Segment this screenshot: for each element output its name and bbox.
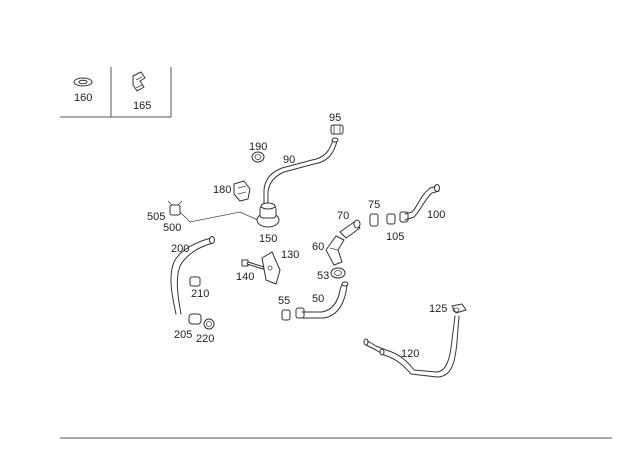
pipe-70-part bbox=[339, 219, 361, 239]
callout-500: 500 bbox=[163, 222, 181, 234]
callout-55: 55 bbox=[278, 295, 290, 307]
hose-120-part bbox=[363, 315, 460, 378]
callout-75: 75 bbox=[368, 199, 380, 211]
callout-140: 140 bbox=[236, 271, 254, 283]
washer-160-icon bbox=[73, 77, 93, 87]
callout-100: 100 bbox=[427, 209, 445, 221]
callout-165: 165 bbox=[133, 100, 151, 112]
valve-505-part bbox=[167, 200, 183, 216]
hose-100-part bbox=[404, 184, 440, 221]
callout-210: 210 bbox=[191, 288, 209, 300]
callout-90: 90 bbox=[283, 154, 295, 166]
callout-205: 205 bbox=[174, 329, 192, 341]
callout-50: 50 bbox=[312, 293, 324, 305]
callout-70: 70 bbox=[337, 210, 349, 222]
hose-200-part bbox=[170, 236, 215, 315]
cap-190-part bbox=[251, 151, 265, 163]
pump-150-part bbox=[256, 202, 280, 228]
callout-505: 505 bbox=[147, 211, 165, 223]
callout-200: 200 bbox=[171, 243, 189, 255]
clamp-55-part bbox=[281, 307, 305, 321]
callout-160: 160 bbox=[74, 92, 92, 104]
legend-box: 160 165 bbox=[60, 67, 172, 118]
callout-60: 60 bbox=[312, 241, 324, 253]
seal-53-part bbox=[330, 267, 346, 279]
callout-180: 180 bbox=[213, 184, 231, 196]
clamp-95-part bbox=[330, 124, 344, 135]
hose-50-part bbox=[301, 281, 349, 319]
elbow-60-part bbox=[325, 235, 345, 266]
bolt-140-part bbox=[241, 259, 265, 270]
clip-165-icon bbox=[132, 71, 146, 92]
callout-190: 190 bbox=[249, 141, 267, 153]
callout-125: 125 bbox=[429, 303, 447, 315]
clamp-75-part bbox=[369, 213, 379, 227]
callout-150: 150 bbox=[259, 233, 277, 245]
callout-105: 105 bbox=[386, 231, 404, 243]
callout-53: 53 bbox=[317, 270, 329, 282]
callout-95: 95 bbox=[329, 112, 341, 124]
clamp-205-part bbox=[188, 313, 202, 325]
callout-120: 120 bbox=[401, 348, 419, 360]
bracket-180-part bbox=[233, 180, 251, 202]
callout-130: 130 bbox=[281, 249, 299, 261]
connector-125-part bbox=[451, 303, 467, 314]
cable-500-part bbox=[179, 211, 263, 223]
callout-220: 220 bbox=[196, 333, 214, 345]
hose-90-part bbox=[263, 137, 339, 205]
bracket-130-part bbox=[261, 251, 281, 285]
clamp-220-part bbox=[203, 318, 215, 330]
clamp-210-part bbox=[189, 276, 201, 287]
